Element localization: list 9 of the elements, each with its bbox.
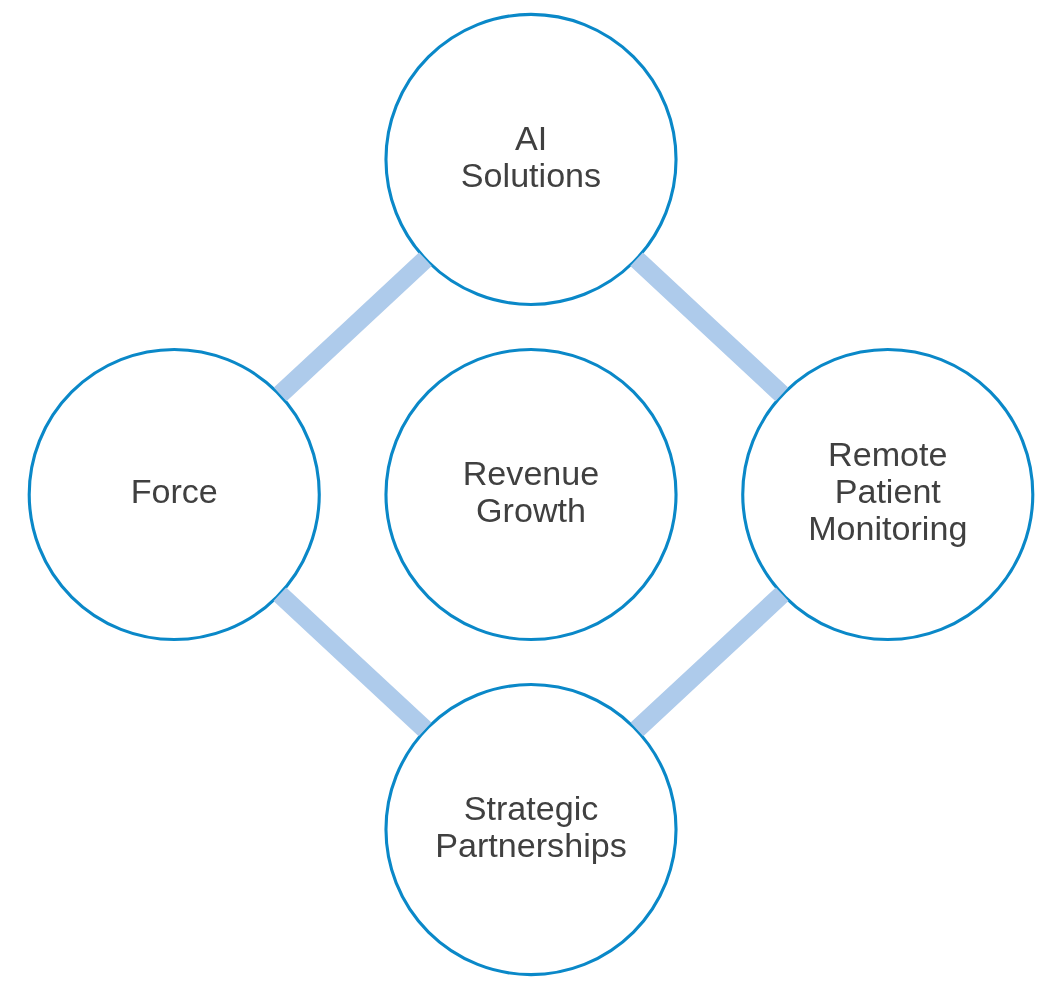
connector <box>630 252 789 402</box>
node-circle: Force <box>27 347 321 642</box>
connector <box>630 587 789 737</box>
node-circle: AI Solutions <box>384 12 678 307</box>
node-circle: Strategic Partnerships <box>384 682 678 977</box>
node-circle: Revenue Growth <box>384 347 678 642</box>
connector <box>273 252 432 402</box>
node-circle: Remote Patient Monitoring <box>741 347 1035 642</box>
connector <box>273 587 432 737</box>
